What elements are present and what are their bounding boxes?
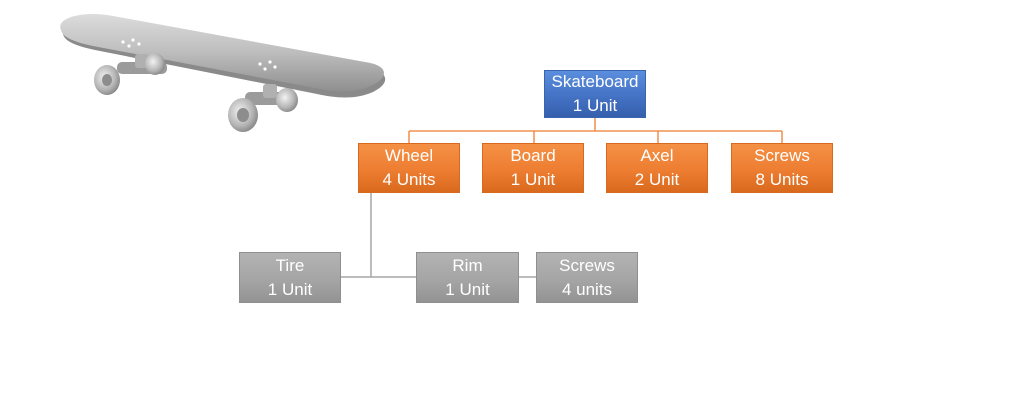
node-board: Board 1 Unit bbox=[482, 143, 584, 193]
node-axel: Axel 2 Unit bbox=[606, 143, 708, 193]
node-wheel-screws: Screws 4 units bbox=[536, 252, 638, 303]
node-tire-name: Tire bbox=[275, 255, 305, 275]
node-skateboard-name: Skateboard bbox=[551, 72, 639, 91]
node-wheel-screws-qty: 4 units bbox=[561, 279, 613, 299]
node-wheel-name: Wheel bbox=[384, 146, 434, 165]
node-rim-name: Rim bbox=[452, 255, 483, 275]
node-screws-qty: 8 Units bbox=[755, 170, 809, 189]
node-axel-name: Axel bbox=[640, 146, 674, 165]
node-rim: Rim 1 Unit bbox=[416, 252, 519, 303]
node-rim-qty: 1 Unit bbox=[445, 279, 490, 299]
node-skateboard-qty: 1 Unit bbox=[572, 96, 618, 115]
node-board-name: Board bbox=[510, 146, 556, 165]
node-skateboard: Skateboard 1 Unit bbox=[544, 70, 646, 118]
node-screws-name: Screws bbox=[754, 146, 810, 165]
node-tire-qty: 1 Unit bbox=[267, 279, 313, 299]
node-wheel-qty: 4 Units bbox=[382, 170, 436, 189]
skateboard-icon bbox=[60, 13, 386, 132]
node-board-qty: 1 Unit bbox=[510, 170, 556, 189]
node-wheel-screws-name: Screws bbox=[559, 255, 615, 275]
node-wheel: Wheel 4 Units bbox=[358, 143, 460, 193]
node-tire: Tire 1 Unit bbox=[239, 252, 341, 303]
node-screws: Screws 8 Units bbox=[731, 143, 833, 193]
node-axel-qty: 2 Unit bbox=[634, 170, 680, 189]
